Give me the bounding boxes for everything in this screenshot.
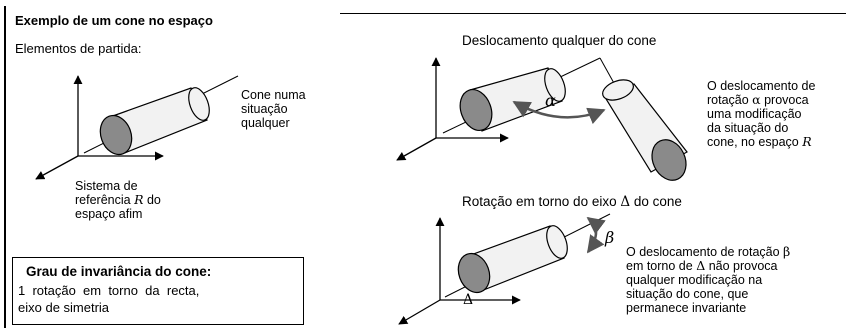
top-cone-rotated: [602, 79, 688, 181]
rotation-beta-note: O deslocamento de rotação β em torno de …: [626, 244, 791, 316]
beta-rotation-arrow: [586, 216, 606, 254]
rotation-alpha-note: O deslocamento de rotação α provoca uma …: [707, 79, 816, 149]
left-panel-subtitle: Elementos de partida:: [15, 41, 142, 56]
right-top-title: Deslocamento qualquer do cone: [462, 33, 657, 48]
reference-frame-label: Sistema de referência R do espaço afim: [75, 179, 161, 221]
right-panel-top-rule: [340, 13, 846, 14]
alpha-symbol: α: [545, 91, 556, 110]
left-panel-border: [4, 6, 6, 328]
invariance-box-title: Grau de invariância do cone:: [26, 264, 212, 279]
right-bottom-title: Rotação em torno do eixo Δ do cone: [462, 194, 682, 210]
left-reference-frame: [35, 75, 164, 180]
invariance-box: Grau de invariância do cone: 1 rotação e…: [12, 257, 304, 325]
left-cone: [83, 75, 239, 156]
cone-label: Cone numa situação qualquer: [241, 88, 306, 130]
beta-symbol: β: [604, 228, 614, 247]
alpha-rotation-arrow: [512, 100, 606, 125]
invariance-box-line2: eixo de simetria: [18, 300, 110, 315]
left-panel-title: Exemplo de um cone no espaço: [15, 13, 213, 28]
top-cone-original: [459, 67, 566, 132]
bottom-cone: [457, 225, 568, 294]
invariance-box-line1: 1 rotação em torno da recta,: [18, 283, 200, 298]
delta-axis-symbol: Δ: [463, 292, 473, 308]
